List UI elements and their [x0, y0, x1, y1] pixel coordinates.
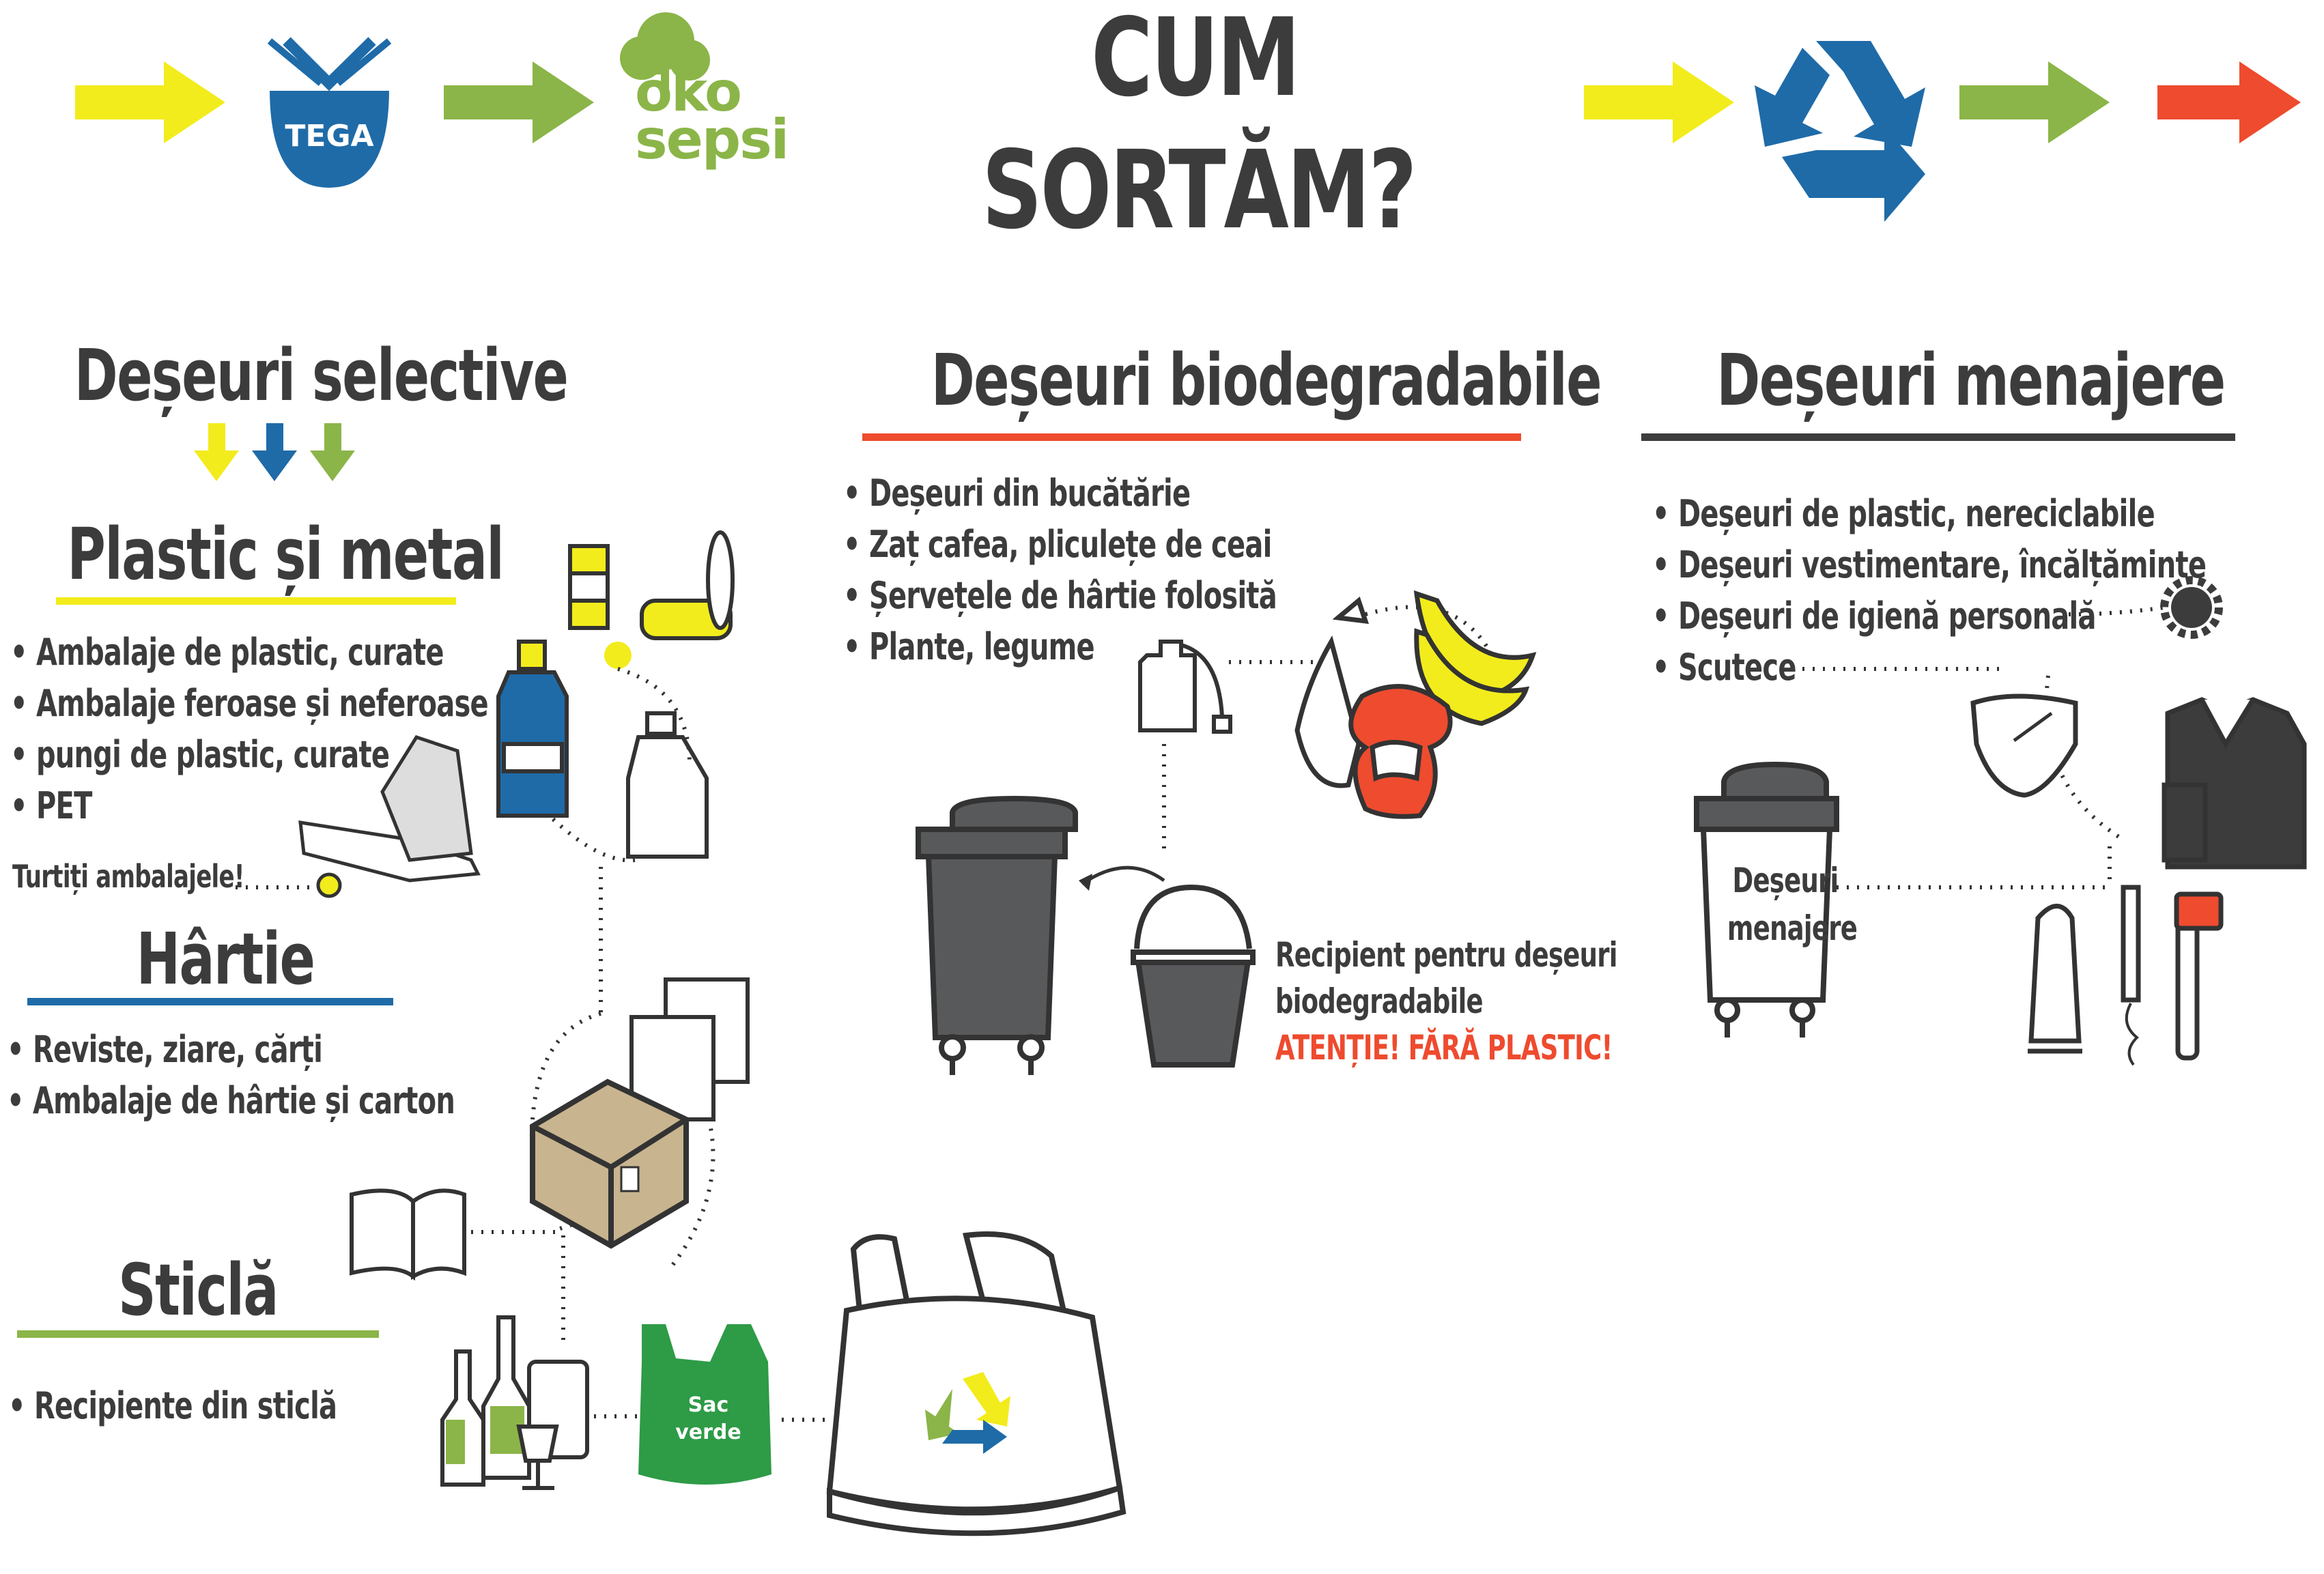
household-bin-icon — [1694, 761, 1839, 1038]
green-arrow-icon — [1959, 61, 2110, 143]
list-item: Șervețele de hârtie folosită — [843, 570, 1277, 621]
paper-rule — [27, 998, 393, 1005]
tin-can-icon — [640, 530, 735, 640]
paper-heading: Hârtie — [136, 917, 315, 1001]
bio-dotted-line — [1162, 605, 1497, 850]
tega-logo-text: TEGA — [285, 119, 374, 154]
page-title-line1: CUM — [1091, 0, 1301, 121]
bio-heading: Deșeuri biodegradabile — [931, 339, 1602, 422]
yellow-arrow-icon — [1584, 61, 1734, 143]
sparkle-icon — [604, 642, 632, 669]
eko-logo-line1: öko — [635, 60, 742, 124]
green-down-arrow-icon — [310, 423, 355, 481]
bag-label-line1: Sac — [688, 1393, 729, 1417]
list-item: Recipiente din sticlă — [8, 1380, 337, 1431]
list-item: Ambalaje de hârtie și carton — [7, 1075, 455, 1126]
bio-rule — [862, 433, 1521, 441]
food-icon — [1294, 590, 1537, 819]
bucket-caption-line2: biodegradabile — [1275, 982, 1484, 1021]
paper-dotted-line — [530, 867, 715, 1271]
bio-warning: ATENȚIE! FĂRĂ PLASTIC! — [1275, 1028, 1613, 1068]
book-icon — [350, 1188, 466, 1281]
list-item: Reviste, ziare, cărți — [7, 1024, 455, 1075]
eko-logo-line2: sepsi — [635, 108, 789, 171]
plastic-list: Ambalaje de plastic, curate Ambalaje fer… — [10, 627, 489, 831]
organic-bin-icon — [916, 795, 1078, 1075]
list-item: Deșeuri din bucătărie — [843, 468, 1277, 519]
list-item: Deșeuri de plastic, nereciclabile — [1652, 488, 2206, 539]
glass-list: Recipiente din sticlă — [8, 1380, 337, 1431]
bucket-caption-line1: Recipient pentru deșeuri — [1275, 935, 1617, 975]
paper-sheets-icon — [629, 977, 750, 1121]
list-item: PET — [10, 780, 488, 831]
hygiene-items-icon — [2028, 885, 2224, 1066]
recycle-icon — [1755, 41, 1925, 222]
glass-bottles-icon — [440, 1315, 589, 1490]
plastic-heading: Plastic și metal — [67, 513, 504, 596]
plastic-rule — [56, 597, 456, 605]
list-item: Plante, legume — [843, 621, 1277, 672]
recycle-small-icon — [925, 1372, 1010, 1454]
green-arrow-icon — [444, 61, 594, 143]
glass-heading: Sticlă — [118, 1248, 279, 1332]
can-icon — [568, 544, 610, 630]
blue-bottle-icon — [496, 640, 569, 818]
bag-label-line2: verde — [675, 1420, 741, 1444]
list-item: Ambalaje de plastic, curate — [10, 627, 488, 678]
list-item: Scutece — [1652, 642, 2206, 693]
diaper-icon — [1970, 693, 2078, 798]
list-item: Ambalaje feroase și neferoase — [10, 678, 489, 729]
curved-arrow-icon — [1081, 865, 1165, 886]
flatten-note: Turtiți ambalajele! — [12, 858, 244, 895]
yellow-down-arrow-icon — [194, 423, 239, 481]
detergent-bottle-icon — [626, 711, 709, 859]
household-rule — [1641, 433, 2235, 441]
bucket-icon — [1131, 884, 1256, 1068]
yellow-arrow-icon — [75, 61, 225, 143]
red-arrow-icon — [2157, 61, 2301, 143]
glass-rule — [17, 1330, 379, 1338]
bin-label-line2: menajere — [1727, 908, 1858, 948]
paper-list: Reviste, ziare, cărți Ambalaje de hârtie… — [7, 1024, 455, 1126]
list-item: Deșeuri vestimentare, încălțăminte — [1652, 539, 2207, 590]
arrowhead-icon — [1079, 874, 1092, 891]
tega-logo — [267, 37, 392, 188]
list-item: Deșeuri de igienă personală — [1652, 590, 2206, 642]
bucket-caption: Recipient pentru deșeuri biodegradabile … — [1275, 932, 1617, 1071]
household-list: Deșeuri de plastic, nereciclabile Deșeur… — [1652, 488, 2207, 693]
bin-label-line1: Deșeuri — [1732, 861, 1839, 900]
recycling-container-icon — [826, 1231, 1126, 1536]
book-dotted-line — [471, 1230, 565, 1348]
tree-icon — [620, 12, 710, 102]
household-bin-label: Deșeuri menajere — [1727, 857, 1858, 952]
box-icon — [530, 1078, 689, 1249]
bio-list: Deșeuri din bucătărie Zaț cafea, plicule… — [843, 468, 1277, 672]
household-heading: Deșeuri menajere — [1716, 339, 2226, 422]
selective-heading: Deșeuri selective — [74, 334, 569, 417]
blue-down-arrow-icon — [252, 423, 297, 481]
list-item: Zaț cafea, pliculețe de ceai — [843, 519, 1277, 570]
glass-dotted-line — [594, 1414, 826, 1422]
page-title-line2: SORTĂM? — [982, 128, 1417, 253]
shirt-icon — [2162, 697, 2307, 870]
small-can-icon — [316, 872, 342, 898]
green-bag-icon — [638, 1324, 771, 1485]
list-item: pungi de plastic, curate — [10, 729, 488, 780]
